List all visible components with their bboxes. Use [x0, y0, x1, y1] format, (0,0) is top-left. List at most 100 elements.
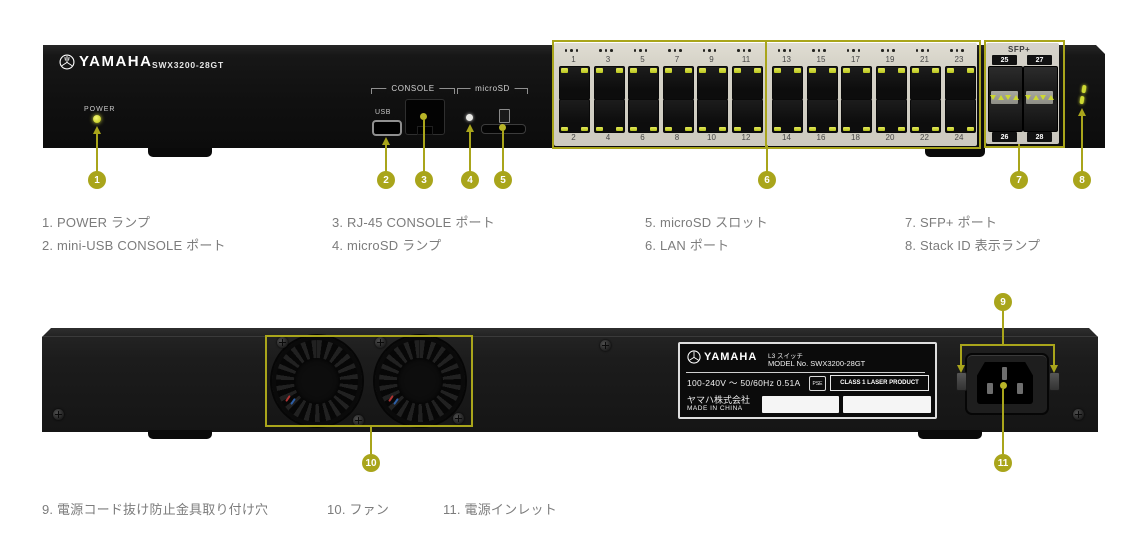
screw: [1072, 408, 1084, 420]
lan-port: [593, 66, 625, 100]
lan-port-number: 23: [954, 55, 964, 64]
callout-9-right-arrow: [1049, 365, 1058, 373]
rating-label-plate: YAMAHA L3 スイッチ MODEL No. SWX3200-28GT 10…: [678, 342, 937, 419]
legend-item-4: 4. microSD ランプ: [332, 238, 442, 253]
lan-port-number: 22: [920, 133, 929, 142]
lan-port-number: 10: [707, 133, 716, 142]
inlet-pin-left: [987, 383, 993, 394]
lan-port: [772, 99, 803, 133]
power-label: POWER: [84, 106, 116, 113]
vent-holes-icon: [812, 49, 826, 52]
sfp-port: [1023, 66, 1058, 132]
lan-port: [662, 66, 694, 100]
vent-holes-icon: [846, 49, 860, 52]
sfp-port: [988, 66, 1023, 132]
callout-2-line: [385, 144, 387, 172]
callout-9-left-arrow: [956, 365, 965, 373]
lan-port-number: 9: [709, 55, 714, 64]
lan-port-number: 7: [674, 55, 680, 64]
lan-port: [875, 66, 907, 100]
power-led: [93, 115, 101, 123]
lan-port: [806, 99, 838, 133]
callout-10-circle: 10: [362, 454, 380, 472]
yamaha-logo-icon: [59, 54, 75, 69]
model-number: SWX3200-28GT: [152, 60, 224, 70]
vent-holes-icon: [668, 49, 682, 52]
lan-port-number: 6: [640, 133, 645, 142]
callout-8-line: [1081, 115, 1083, 172]
lan-port-number: 14: [782, 133, 791, 142]
sfp-port-number: 25: [992, 55, 1017, 65]
vent-holes-icon: [777, 49, 791, 52]
callout-11-circle: 11: [994, 454, 1012, 472]
legend-item-3: 3. RJ-45 CONSOLE ポート: [332, 215, 495, 230]
rear-foot-right: [918, 430, 982, 439]
callout-8-arrow: [1077, 108, 1086, 116]
switch-rear-panel: [42, 328, 1098, 432]
cord-clamp-hole-left: [956, 372, 967, 391]
rear-brand: YAMAHA: [687, 350, 757, 364]
lan-port: [662, 99, 694, 133]
lan-port: [731, 66, 763, 100]
lan-highlight-box-left: [552, 40, 767, 149]
callout-9-left-drop: [960, 344, 962, 365]
vent-holes-icon: [702, 49, 716, 52]
lan-port: [731, 99, 763, 133]
lan-port: [697, 99, 728, 133]
callout-2-arrow: [381, 137, 390, 145]
microsd-card-icon: [499, 109, 510, 123]
fan-right: [375, 336, 465, 426]
lan-port-number: 2: [571, 133, 576, 142]
plate-origin-line: MADE IN CHINA: [687, 405, 743, 412]
front-foot-right: [925, 148, 985, 157]
lan-port: [841, 99, 872, 133]
callout-3-dot: [420, 113, 427, 120]
fan-left: [272, 336, 362, 426]
lan-port: [875, 99, 907, 133]
inlet-pin-right: [1017, 383, 1023, 394]
callout-7-circle: 7: [1010, 171, 1028, 189]
lan-port-number: 11: [741, 55, 751, 64]
front-brand: YAMAHA: [59, 53, 152, 70]
sfp-port-number: 28: [1027, 132, 1052, 142]
vent-holes-icon: [564, 49, 578, 52]
legend-item-1: 1. POWER ランプ: [42, 215, 151, 230]
microsd-led: [466, 114, 473, 121]
plate-divider: [686, 372, 925, 373]
screw: [52, 408, 64, 420]
microsd-group-label: microSD: [470, 84, 515, 94]
legend-item-11: 11. 電源インレット: [443, 502, 557, 517]
callout-8-circle: 8: [1073, 171, 1091, 189]
callout-4-line: [469, 131, 471, 172]
front-foot-left: [148, 148, 212, 157]
callout-6-circle: 6: [758, 171, 776, 189]
legend-item-10: 10. ファン: [327, 502, 390, 517]
vent-holes-icon: [950, 49, 964, 52]
lan-port: [944, 66, 976, 100]
mini-usb-console-port: [372, 120, 402, 136]
lan-port: [841, 66, 872, 100]
callout-10-line: [370, 425, 372, 454]
plate-model-line: MODEL No. SWX3200-28GT: [768, 359, 866, 368]
lan-port-number: 8: [674, 133, 680, 142]
callout-5-dot: [499, 124, 506, 131]
lan-port-number: 5: [640, 55, 645, 64]
sfp-port-number: 26: [992, 132, 1017, 142]
legend-item-9: 9. 電源コード抜け防止金具取り付け穴: [42, 502, 269, 517]
screw: [599, 339, 611, 351]
screw: [374, 336, 386, 348]
callout-11-line: [1002, 389, 1004, 454]
legend-item-5: 5. microSD スロット: [645, 215, 768, 230]
rear-foot-left: [148, 430, 212, 439]
lan-highlight-box-right: [765, 40, 981, 149]
plate-blank-field: [843, 396, 931, 413]
lan-port-number: 19: [885, 55, 895, 64]
lan-port-number: 1: [571, 55, 576, 64]
usb-label: USB: [375, 109, 391, 116]
vent-holes-icon: [881, 49, 895, 52]
lan-port: [593, 99, 625, 133]
screw: [352, 414, 364, 426]
callout-5-circle: 5: [494, 171, 512, 189]
lan-port: [559, 99, 590, 133]
